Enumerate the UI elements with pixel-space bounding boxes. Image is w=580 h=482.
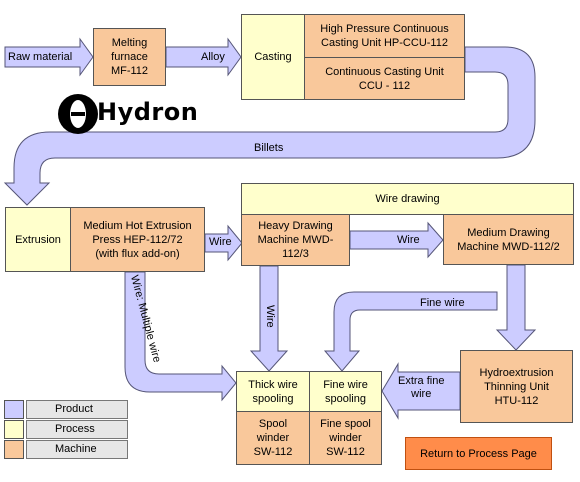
fine-wire-spooling-box[interactable]: Fine wire spooling: [309, 371, 382, 412]
wire-label-2: Wire: [397, 234, 420, 246]
arrow-wire-multiple: [124, 271, 237, 402]
hydroextrusion-box[interactable]: Hydroextrusion Thinning Unit HTU-112: [460, 350, 573, 423]
arrow-fine-wire: [323, 291, 498, 372]
thick-spooling-line1: Thick wire: [248, 378, 298, 391]
raw-material-label: Raw material: [8, 51, 73, 63]
extra-fine-line1: Extra fine: [398, 375, 445, 387]
spool-winder-2-id: SW-112: [326, 446, 365, 458]
thick-wire-spooling-box[interactable]: Thick wire spooling: [236, 371, 310, 412]
wire-drawing-process-box[interactable]: Wire drawing: [241, 183, 574, 215]
wire-vertical-label: Wire: [264, 305, 276, 328]
hydro-line1: Hydroextrusion: [479, 366, 554, 379]
hep-name: Medium Hot Extrusion: [83, 219, 192, 232]
arrow-wire-vertical: [249, 265, 289, 372]
heavy-drawing-id: Machine MWD-112/3: [257, 234, 334, 260]
ccu-name: Continuous Casting Unit: [325, 65, 444, 78]
arrow-medium-down: [495, 264, 537, 351]
wire-label-1: Wire: [209, 236, 232, 248]
arrow-extra-fine: [381, 362, 461, 420]
wire-drawing-label: Wire drawing: [375, 193, 440, 205]
extrusion-label: Extrusion: [15, 233, 61, 246]
fine-spooling-line1: Fine wire: [323, 378, 368, 391]
billets-label: Billets: [254, 142, 284, 154]
arrow-wire-1: [204, 224, 243, 262]
ccu-box[interactable]: Continuous Casting Unit CCU - 112: [304, 57, 465, 100]
alloy-label: Alloy: [201, 51, 225, 63]
heavy-drawing-box[interactable]: Heavy Drawing Machine MWD-112/3: [241, 214, 350, 266]
hp-ccu-name: High Pressure Continuous: [320, 23, 449, 35]
spool-winder-1-box[interactable]: Spool winder SW-112: [236, 411, 310, 465]
spool-winder-2-box[interactable]: Fine spool winder SW-112: [309, 411, 382, 465]
spool-winder-2-line2: winder: [329, 432, 362, 444]
ccu-id: CCU - 112: [358, 79, 411, 92]
extrusion-process-box[interactable]: Extrusion: [5, 207, 71, 272]
legend-machine-swatch: [4, 440, 24, 459]
hep-id: Press HEP-112/72: [92, 233, 183, 246]
melting-furnace-name: Melting furnace: [111, 37, 148, 63]
spool-winder-1-line1: Spool: [258, 418, 288, 430]
casting-label: Casting: [254, 51, 292, 63]
hep-box[interactable]: Medium Hot Extrusion Press HEP-112/72 (w…: [70, 207, 205, 272]
melting-furnace-box[interactable]: Melting furnace MF-112: [93, 28, 166, 86]
arrow-alloy: [165, 37, 242, 77]
medium-drawing-name: Medium Drawing: [467, 226, 550, 239]
arrow-billets: [3, 46, 536, 206]
spool-winder-2-line1: Fine spool: [320, 418, 371, 430]
legend-product-label: Product: [26, 400, 128, 419]
extra-fine-line2: wire: [411, 388, 432, 400]
hydron-logo-icon: [58, 94, 98, 134]
legend-product-swatch: [4, 400, 24, 419]
arrow-wire-2: [349, 221, 444, 259]
legend-process-swatch: [4, 420, 24, 439]
extra-fine-wire-label: Extra fine wire: [398, 375, 444, 401]
hp-ccu-box[interactable]: High Pressure Continuous Casting Unit HP…: [304, 14, 465, 58]
legend-process-label: Process: [26, 420, 128, 439]
spool-winder-1-line2: winder: [256, 432, 290, 444]
arrow-raw-material: [4, 37, 94, 77]
casting-process-box[interactable]: Casting: [241, 14, 305, 100]
heavy-drawing-name: Heavy Drawing: [258, 220, 333, 232]
hydron-logo-text: Hydron: [97, 98, 199, 126]
fine-wire-label: Fine wire: [420, 297, 465, 309]
medium-drawing-id: Machine MWD-112/2: [457, 240, 560, 253]
hydro-line2: Thinning Unit: [484, 380, 549, 393]
thick-spooling-line2: spooling: [252, 392, 294, 405]
hydro-id: HTU-112: [494, 394, 539, 407]
return-to-process-page-button[interactable]: Return to Process Page: [405, 437, 552, 470]
fine-spooling-line2: spooling: [325, 392, 366, 405]
hep-note: (with flux add-on): [95, 247, 180, 260]
legend-machine-label: Machine: [26, 440, 128, 459]
medium-drawing-box[interactable]: Medium Drawing Machine MWD-112/2: [443, 214, 574, 265]
hp-ccu-id: Casting Unit HP-CCU-112: [321, 37, 448, 49]
spool-winder-1-id: SW-112: [253, 446, 293, 458]
melting-furnace-id: MF-112: [110, 65, 149, 77]
